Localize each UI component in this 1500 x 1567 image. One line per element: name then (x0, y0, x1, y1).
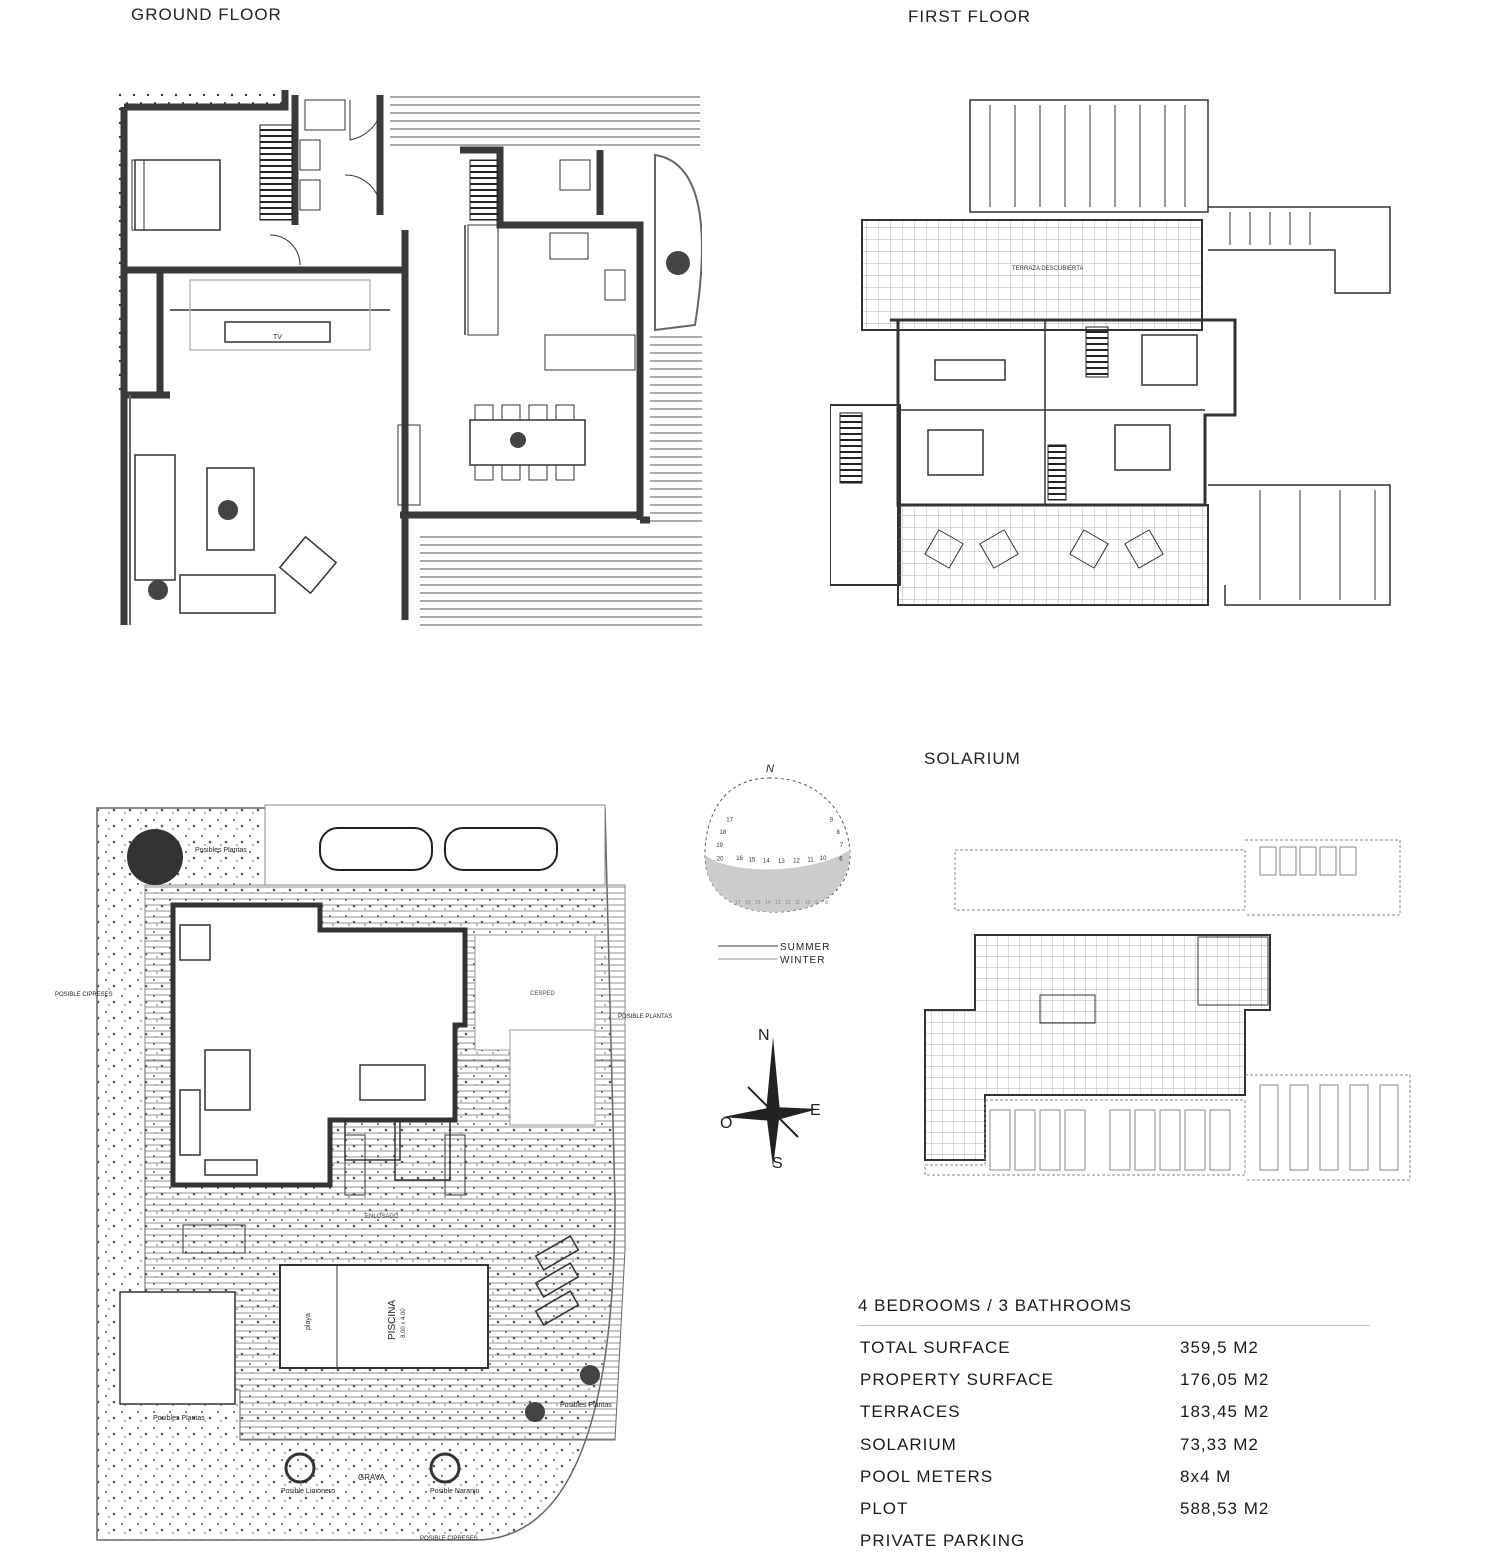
summer-hour-label: 8 (837, 830, 841, 836)
winter-legend: WINTER (780, 955, 825, 966)
summer-hour-label: 20 (717, 857, 724, 863)
possible-lemon-label: Posible Limonero (281, 1488, 335, 1495)
summer-hour-label: 10 (820, 856, 827, 862)
summer-hour-label: 11 (807, 858, 814, 864)
spec-label: SOLARIUM (860, 1434, 957, 1454)
summer-hour-label: 12 (793, 859, 800, 865)
spec-value: 8x4 M (1180, 1466, 1232, 1486)
compass-south-label: S (772, 1155, 783, 1172)
possible-plants-bottom-left-label: Posibles Plantas (153, 1415, 205, 1422)
spec-label: TOTAL SURFACE (860, 1338, 1011, 1357)
first-floor-title: FIRST FLOOR (908, 7, 1032, 26)
winter-hour-label: 12 (785, 900, 791, 906)
terrace-label: TERRAZA DESCUBIERTA (1012, 266, 1083, 272)
specs-panel: 4 BEDROOMS / 3 BATHROOMS TOTAL SURFACE 3… (858, 1296, 1370, 1563)
spec-row-property-surface: PROPERTY SURFACE 176,05 M2 (858, 1370, 1370, 1402)
specs-heading: 4 BEDROOMS / 3 BATHROOMS (858, 1296, 1370, 1326)
spec-row-terraces: TERRACES 183,45 M2 (858, 1402, 1370, 1434)
paving-label: ENLOSADO (365, 1214, 399, 1220)
winter-hour-label: 10 (805, 900, 811, 906)
compass-west-label: O (720, 1115, 732, 1132)
possible-plants-right-label: POSIBLE PLANTAS (618, 1014, 672, 1020)
ground-floor-title: GROUND FLOOR (131, 5, 282, 24)
spec-row-private-parking: PRIVATE PARKING (858, 1531, 1370, 1563)
summer-hour-label: 7 (840, 843, 844, 849)
spec-label: PRIVATE PARKING (860, 1531, 1026, 1551)
possible-cypress-bottom-label: POSIBLE CIPRESES (420, 1536, 478, 1542)
spec-value: 359,5 M2 (1180, 1338, 1259, 1357)
possible-orange-label: Posible Naranjo (430, 1488, 480, 1495)
summer-hour-label: 15 (749, 858, 756, 864)
gravel-label: GRAVA (358, 1473, 385, 1482)
summer-hour-label: 19 (716, 843, 723, 849)
spec-value: 183,45 M2 (1180, 1402, 1270, 1422)
spec-row-solarium: SOLARIUM 73,33 M2 (858, 1435, 1370, 1467)
winter-hour-label: 15 (755, 900, 761, 906)
compass-north-label: N (758, 1027, 770, 1044)
spec-row-pool-meters: POOL METERS 8x4 M (858, 1467, 1370, 1499)
possible-plants-label: Posibles Plantas (195, 847, 247, 854)
site-plan: PISCINA 8.00 x 4.00 playa Posibles Plant… (55, 804, 672, 1542)
solarium-plan (924, 839, 1411, 1181)
sun-north-label: N (766, 763, 774, 775)
summer-hour-label: 17 (726, 818, 733, 824)
spec-label: PROPERTY SURFACE (860, 1370, 1054, 1390)
compass-east-label: E (810, 1102, 821, 1119)
winter-hour-label: 8 (825, 900, 828, 906)
spec-row-total-surface: TOTAL SURFACE 359,5 M2 (858, 1338, 1370, 1370)
beach-label: playa (305, 1313, 312, 1330)
spec-row-plot: PLOT 588,53 M2 (858, 1499, 1370, 1531)
winter-hour-label: 9 (815, 900, 818, 906)
spec-value: 588,53 M2 (1180, 1498, 1270, 1518)
spec-label: PLOT (860, 1498, 909, 1518)
ground-floor-plan: TV (115, 90, 702, 630)
winter-hour-label: 14 (765, 900, 771, 906)
summer-hour-label: 14 (763, 859, 770, 865)
summer-hour-label: 18 (720, 830, 727, 836)
winter-hour-label: 17 (735, 900, 741, 906)
summer-hour-label: 6 (839, 857, 843, 863)
grass-label: CESPED (530, 991, 555, 997)
winter-hour-label: 16 (745, 900, 751, 906)
pool-size-label: 8.00 x 4.00 (401, 1308, 407, 1338)
summer-hour-label: 16 (736, 856, 743, 862)
pool-label: PISCINA (387, 1300, 398, 1340)
summer-hour-label: 13 (778, 859, 785, 865)
spec-label: TERRACES (860, 1402, 961, 1422)
spec-value: 73,33 M2 (1180, 1434, 1259, 1454)
compass-rose: N S E O (720, 1027, 821, 1172)
summer-hour-label: 9 (830, 818, 834, 824)
tv-label: TV (273, 334, 282, 341)
spec-value: 176,05 M2 (1180, 1370, 1270, 1390)
summer-legend: SUMMER (780, 942, 830, 953)
possible-plants-bottom-right-label: Posibles Plantas (560, 1402, 612, 1409)
winter-hour-label: 13 (775, 900, 781, 906)
possible-cypress-left-label: POSIBLE CIPRESES (55, 992, 113, 998)
solarium-title: SOLARIUM (924, 749, 1021, 768)
winter-hour-label: 11 (795, 900, 800, 906)
spec-label: POOL METERS (860, 1466, 994, 1486)
first-floor-plan: TERRAZA DESCUBIERTA (830, 99, 1391, 606)
